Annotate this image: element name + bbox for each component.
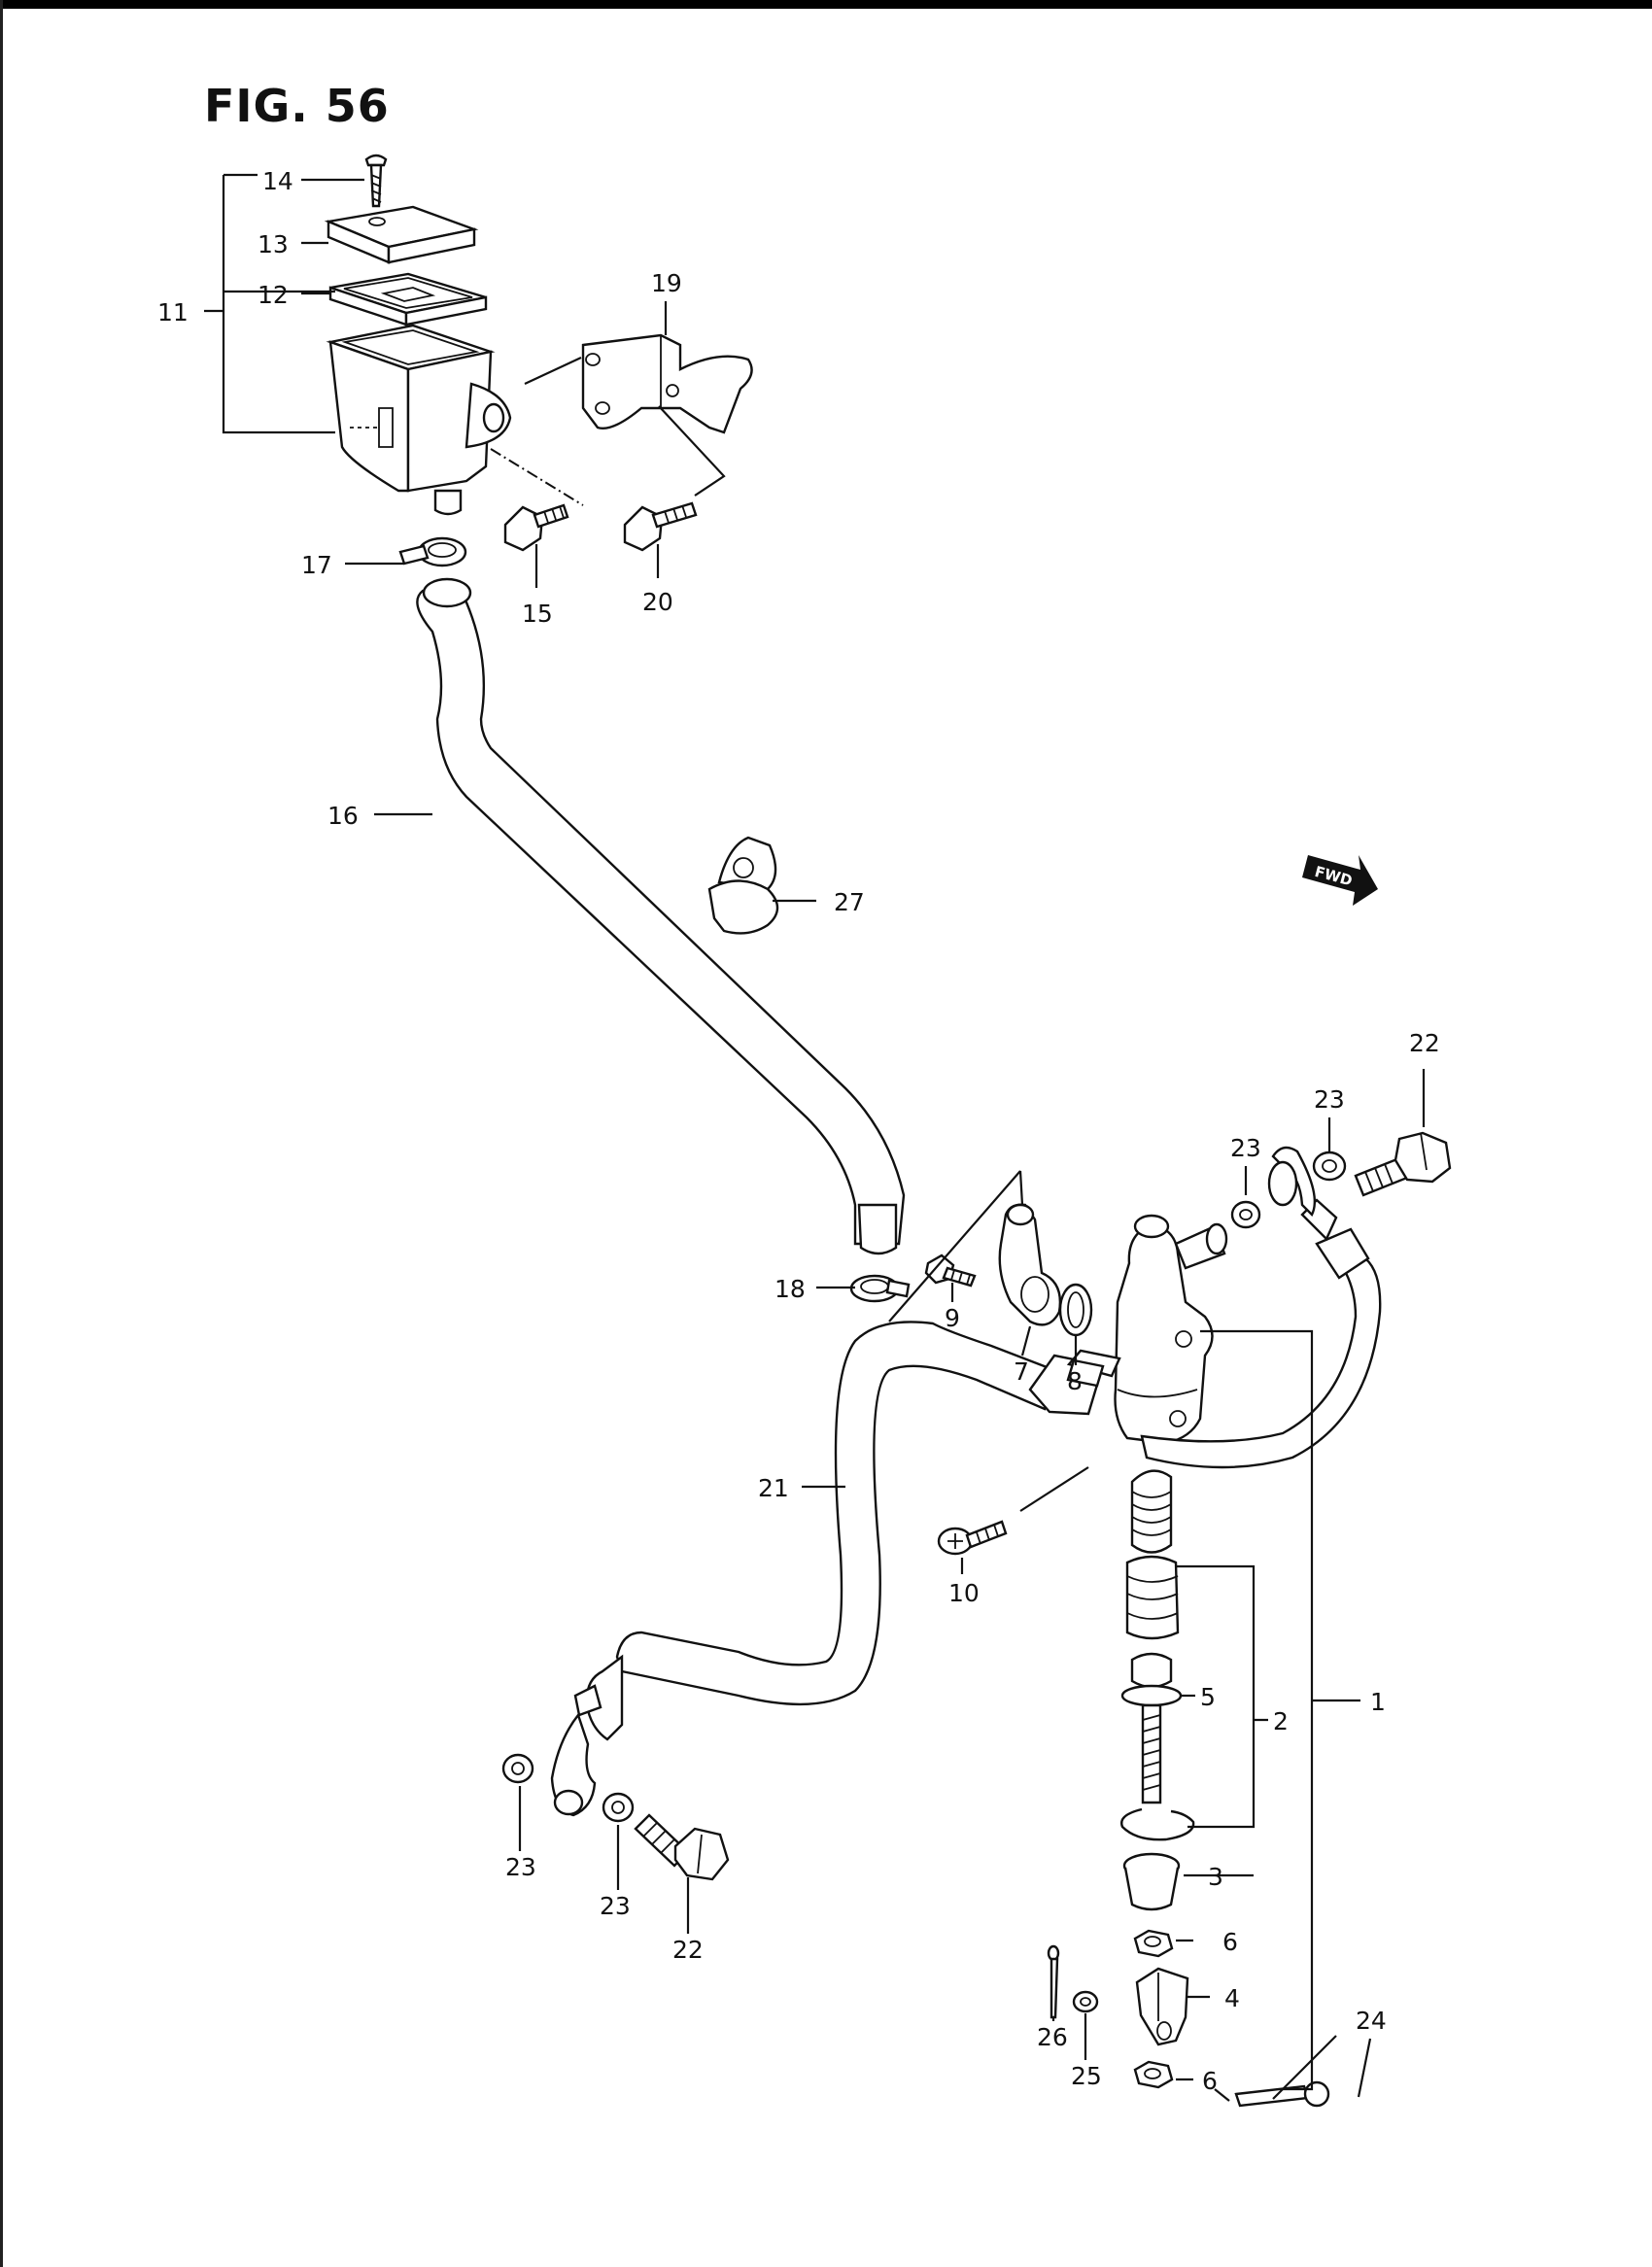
boot-3	[1122, 1852, 1181, 1911]
reservoir-cap	[324, 205, 479, 264]
pin-24	[1234, 2080, 1330, 2108]
washer-23b	[1312, 1151, 1347, 1182]
label-1: 1	[1370, 1688, 1386, 1716]
assembly-line-20	[658, 405, 726, 497]
page-left-border	[0, 0, 3, 2267]
label-26: 26	[1037, 2023, 1068, 2051]
hose-union-7	[998, 1203, 1062, 1326]
reservoir-hose	[416, 577, 906, 1255]
o-ring-8	[1058, 1283, 1093, 1337]
label-23a: 23	[1230, 1134, 1261, 1162]
nut-6a	[1133, 1929, 1174, 1958]
label-15: 15	[522, 600, 553, 628]
washer-23c	[501, 1753, 534, 1784]
union-bolt-22b	[634, 1813, 730, 1881]
label-8: 8	[1067, 1367, 1083, 1395]
label-23d: 23	[600, 1892, 631, 1920]
circlip	[1120, 1807, 1195, 1841]
assembly-line-7	[888, 1170, 1024, 1322]
label-23b: 23	[1314, 1085, 1345, 1114]
label-17: 17	[301, 551, 332, 579]
label-22a: 22	[1409, 1029, 1440, 1057]
label-16: 16	[327, 802, 359, 830]
reservoir-body	[326, 324, 512, 516]
master-cylinder	[1114, 1214, 1228, 1445]
washer-23a	[1230, 1200, 1261, 1229]
label-13: 13	[258, 230, 289, 258]
label-6b: 6	[1202, 2067, 1218, 2095]
page-top-border	[0, 0, 1652, 9]
label-2: 2	[1273, 1707, 1289, 1735]
hose-clamp-17	[398, 536, 467, 567]
label-24: 24	[1356, 2007, 1387, 2035]
washer-25	[1072, 1990, 1099, 2013]
label-23c: 23	[505, 1853, 536, 1881]
label-25: 25	[1071, 2062, 1102, 2090]
label-11: 11	[157, 298, 189, 326]
screw-9	[924, 1254, 977, 1288]
bolt-20	[623, 501, 698, 552]
label-9: 9	[945, 1304, 960, 1332]
assembly-line-10	[1019, 1466, 1089, 1512]
reservoir-bracket	[581, 333, 753, 434]
hose-clamp-27	[707, 836, 779, 935]
clevis-4	[1135, 1967, 1189, 2046]
callout-labels: 1 2 3 4 5 6 6 7 8 9 10 11 12 13 14 15 16…	[157, 167, 1440, 2095]
label-12: 12	[258, 281, 289, 309]
o-ring-8-inner	[1067, 1291, 1084, 1328]
union-bolt-22a	[1354, 1131, 1452, 1197]
label-27: 27	[834, 888, 865, 916]
reservoir-screw	[364, 154, 388, 208]
brake-hose	[550, 1321, 1121, 1817]
label-6a: 6	[1222, 1928, 1238, 1956]
push-rod-5	[1120, 1652, 1183, 1804]
return-spring	[1130, 1469, 1173, 1554]
upper-brake-hose	[1140, 1146, 1382, 1469]
reservoir-diaphragm	[328, 272, 488, 326]
label-21: 21	[758, 1474, 789, 1502]
assembly-line-15	[490, 448, 584, 506]
label-10: 10	[948, 1579, 980, 1607]
label-7: 7	[1014, 1357, 1029, 1386]
nut-6b	[1133, 2060, 1174, 2089]
label-20: 20	[642, 588, 673, 616]
bolt-15	[503, 503, 569, 552]
washer-23d	[602, 1792, 635, 1823]
leader-lines	[204, 173, 1426, 2098]
label-18: 18	[774, 1275, 806, 1303]
forward-direction-mark: FWD	[1302, 855, 1378, 906]
screw-10	[937, 1520, 1008, 1556]
cotter-pin-26	[1047, 1944, 1060, 2019]
label-5: 5	[1200, 1683, 1216, 1711]
label-22b: 22	[672, 1936, 704, 1964]
label-19: 19	[651, 269, 682, 297]
figure-title: FIG. 56	[204, 80, 390, 132]
label-14: 14	[262, 167, 293, 195]
hose-clamp-18	[849, 1274, 911, 1303]
piston-set	[1125, 1555, 1180, 1640]
assembly-line-19	[524, 357, 582, 385]
label-4: 4	[1224, 1984, 1240, 2012]
label-3: 3	[1208, 1863, 1223, 1891]
